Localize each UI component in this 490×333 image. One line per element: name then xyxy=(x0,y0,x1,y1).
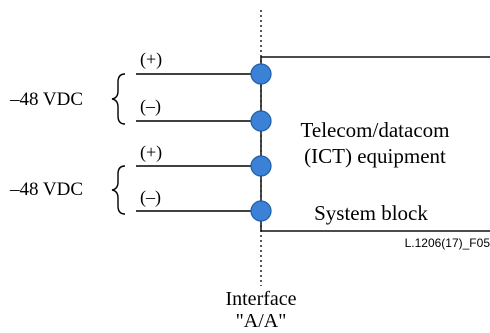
supply-1-voltage-label: –48 VDC xyxy=(9,89,83,110)
interface-label-line2: "A/A" xyxy=(236,310,287,332)
connector-dot xyxy=(250,63,272,85)
supply-1-negative-label: (–) xyxy=(140,96,161,117)
connector-dot xyxy=(250,155,272,177)
supply-2-voltage-label: –48 VDC xyxy=(9,179,83,200)
supply-1-positive-label: (+) xyxy=(140,49,162,70)
supply-2-negative-label: (–) xyxy=(140,187,161,208)
connector-dot xyxy=(250,110,272,132)
supply-1-brace xyxy=(111,73,126,125)
supply-2-brace xyxy=(111,165,126,215)
equipment-name-line1: Telecom/datacom xyxy=(301,118,450,142)
interface-label-line1: Interface xyxy=(225,288,296,310)
equipment-box xyxy=(260,56,490,232)
supply-2-positive-label: (+) xyxy=(140,142,162,163)
figure-id: L.1206(17)_F05 xyxy=(405,236,490,250)
equipment-name-line2: (ICT) equipment xyxy=(304,144,446,168)
connector-dot xyxy=(250,200,272,222)
system-block-label: System block xyxy=(314,201,428,225)
